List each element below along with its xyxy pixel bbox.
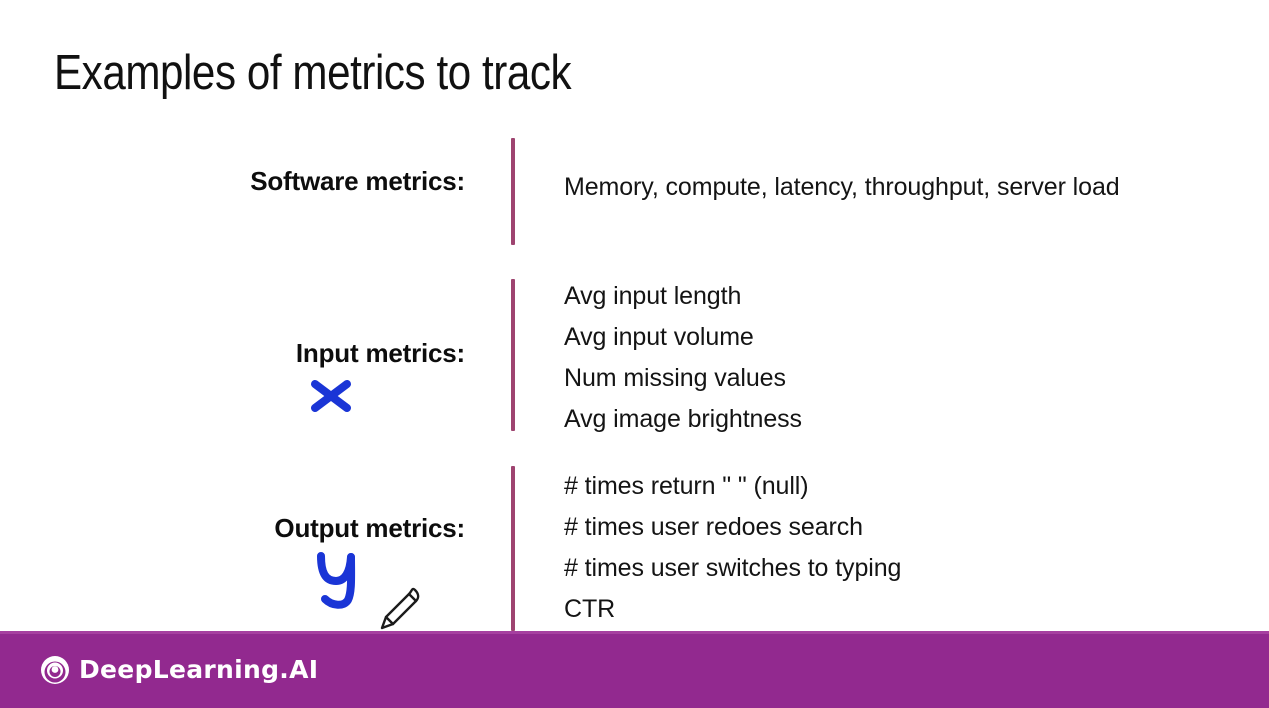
metric-line: CTR <box>564 595 616 623</box>
metric-line: # times return " " (null) <box>564 472 809 500</box>
footer-brand-text: DeepLearning.AI <box>79 655 319 684</box>
row-label-input-metrics: Input metrics: <box>295 338 465 368</box>
metric-line: Avg input volume <box>564 323 754 351</box>
row-content-output-metrics: # times return " " (null) # times user r… <box>564 466 901 630</box>
deeplearning-spiral-logo-icon <box>40 655 70 685</box>
handwritten-annotation-x <box>308 370 354 420</box>
row-label-software-metrics: Software metrics: <box>250 166 465 196</box>
footer-bar: DeepLearning.AI <box>0 631 1269 708</box>
slide-title: Examples of metrics to track <box>54 46 572 100</box>
metric-line: # times user redoes search <box>564 513 863 541</box>
metric-line: Avg input length <box>564 282 742 310</box>
handwritten-annotation-y <box>312 546 368 612</box>
metric-line: Memory, compute, latency, throughput, se… <box>564 173 1120 201</box>
footer-brand: DeepLearning.AI <box>40 655 318 685</box>
row-content-input-metrics: Avg input length Avg input volume Num mi… <box>564 276 802 440</box>
row-content-software-metrics: Memory, compute, latency, throughput, se… <box>564 167 1120 208</box>
row-divider-software <box>511 138 515 245</box>
metric-line: Num missing values <box>564 364 786 392</box>
pen-cursor-icon <box>372 583 426 635</box>
metric-line: Avg image brightness <box>564 405 802 433</box>
footer-top-edge <box>0 631 1269 634</box>
row-label-output-metrics: Output metrics: <box>274 513 465 543</box>
row-divider-output <box>511 466 515 631</box>
metric-line: # times user switches to typing <box>564 554 902 582</box>
row-divider-input <box>511 279 515 431</box>
